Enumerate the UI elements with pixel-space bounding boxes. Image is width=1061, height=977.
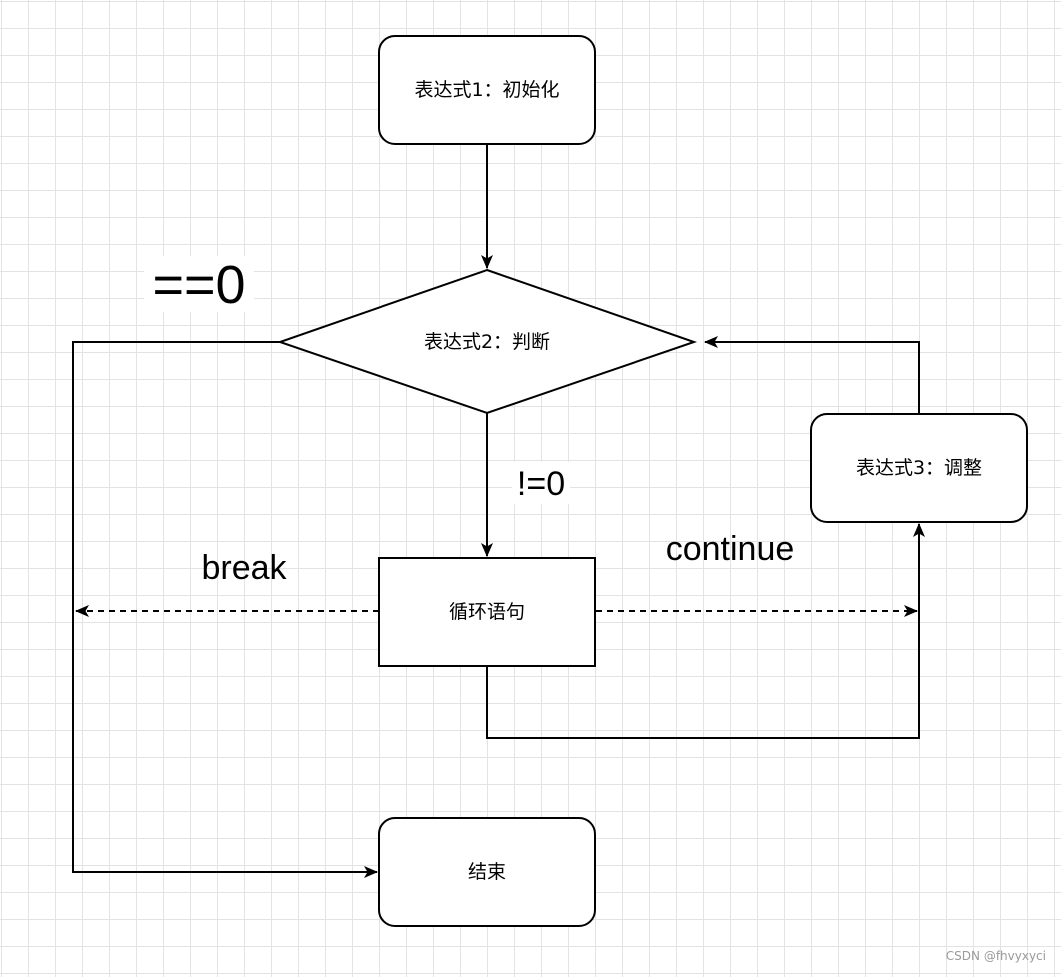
node-cond: 表达式2：判断	[276, 268, 698, 415]
node-update: 表达式3：调整	[810, 413, 1028, 523]
node-body: 循环语句	[378, 557, 596, 667]
watermark: CSDN @fhvyxyci	[946, 949, 1046, 963]
false-branch-label-bg	[144, 256, 254, 312]
node-end: 结束	[378, 817, 596, 927]
break-label: break	[201, 549, 287, 587]
node-init-label: 表达式1：初始化	[414, 79, 559, 101]
node-end-label: 结束	[468, 861, 506, 883]
edge-update-to-cond	[704, 336, 920, 413]
continue-label: continue	[666, 530, 795, 568]
node-body-label: 循环语句	[449, 601, 525, 623]
node-update-label: 表达式3：调整	[856, 457, 982, 479]
edge-cond-to-end	[72, 341, 378, 878]
node-cond-label: 表达式2：判断	[424, 331, 550, 353]
edge-body-to-update	[486, 523, 925, 739]
true-branch-label: !=0	[517, 465, 565, 503]
true-branch-label-bg	[512, 462, 570, 504]
false-branch-label: ==0	[152, 255, 245, 315]
node-init: 表达式1：初始化	[378, 35, 596, 145]
